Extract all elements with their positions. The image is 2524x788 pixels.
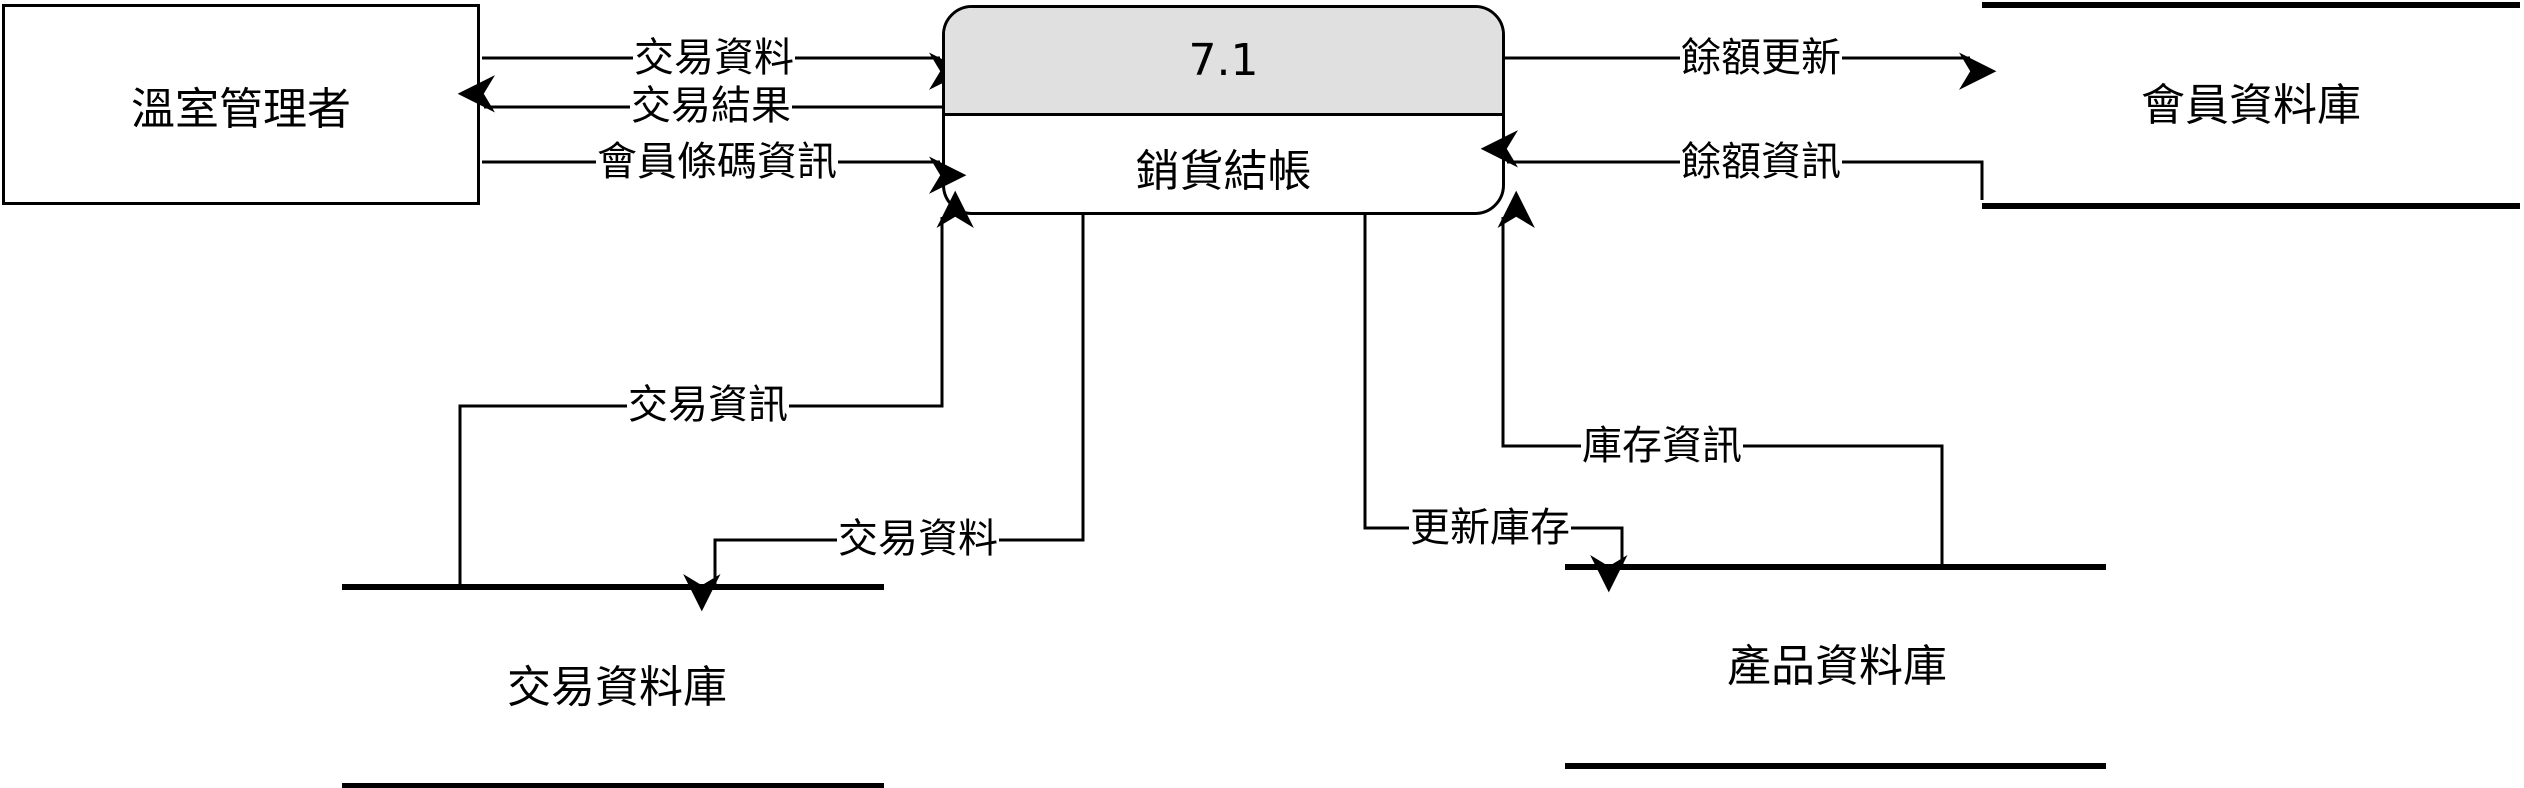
flow-label-stock-info: 庫存資訊 (1581, 422, 1743, 470)
data-store-product[interactable]: 產品資料庫 (1727, 641, 1947, 692)
flow-line-balance-info (1480, 130, 1984, 200)
flow-label-balance-info: 餘額資訊 (1680, 138, 1842, 186)
external-entity-label: 溫室管理者 (131, 83, 351, 135)
flow-label-transaction-info: 交易資訊 (627, 381, 789, 429)
data-store-member[interactable]: 會員資料庫 (2141, 80, 2361, 131)
flow-label-transaction-data: 交易資料 (633, 34, 795, 82)
process-id: 7.1 (945, 8, 1502, 116)
process-name: 銷貨結帳 (1135, 146, 1312, 197)
flow-label-update-stock: 更新庫存 (1409, 504, 1571, 552)
flow-label-balance-update: 餘額更新 (1680, 34, 1842, 82)
data-store-transaction[interactable]: 交易資料庫 (507, 662, 727, 713)
flow-label-transaction-data-store: 交易資料 (837, 515, 999, 563)
process-sales-checkout[interactable]: 7.1 銷貨結帳 (942, 5, 1505, 215)
external-entity-greenhouse-manager[interactable]: 溫室管理者 (2, 4, 480, 205)
flow-label-member-barcode: 會員條碼資訊 (596, 138, 838, 186)
flow-label-transaction-result: 交易結果 (630, 82, 792, 130)
